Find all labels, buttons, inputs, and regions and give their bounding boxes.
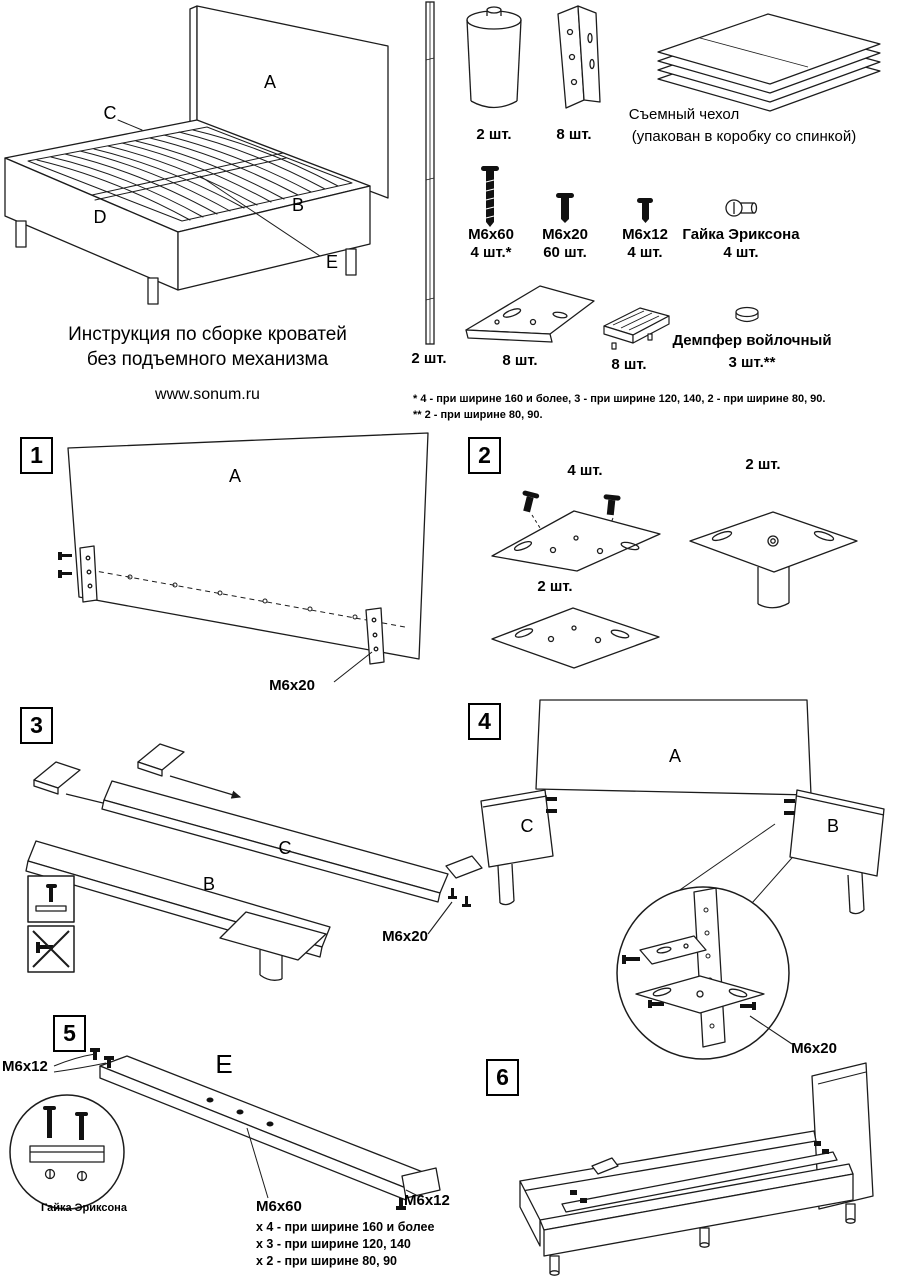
step2-qty-bottom: 2 шт. [537,578,573,595]
bolt-m6x20-qty: 60 шт. [543,244,587,261]
bolt-m6x20-name: М6х20 [542,226,588,243]
bolt-m6x60-qty: 4 шт.* [470,244,512,261]
footnote-1: * 4 - при ширине 160 и более, 3 - при ши… [413,393,826,405]
step5-drawing [9,1048,441,1210]
overview-part-label-a: A [263,72,276,92]
leg-qty: 2 шт. [476,126,512,143]
step6-number-box: 6 [486,1059,519,1096]
doc-title-line2: без подъемного механизма [86,349,329,370]
step5-number-box: 5 [53,1015,86,1052]
step5-width-note-3: x 2 - при ширине 80, 90 [256,1254,397,1268]
step4-part-label-a: A [668,746,681,766]
step5-bolt12-left-label: М6х12 [2,1058,48,1075]
step4-number-box: 4 [468,703,501,740]
step3-part-label-b: B [202,874,215,894]
erikson-nut-qty: 4 шт. [723,244,759,261]
step2-number-box: 2 [468,437,501,474]
bolt-m6x12-icon [637,198,653,223]
strip-qty: 2 шт. [411,350,447,367]
felt-damper-name: Демпфер войлочный [672,332,832,349]
step4-part-label-c: C [520,816,534,836]
overview-part-label-b: B [291,195,304,215]
step3-bolt-label: М6х20 [382,928,428,945]
step3-drawing [25,743,483,981]
slat-holder-qty: 8 шт. [611,356,647,373]
step3-part-label-c: C [278,838,292,858]
step3-number-box: 3 [20,707,53,744]
angle-bracket-qty: 8 шт. [556,126,592,143]
cover-name: Съемный чехол [628,106,740,123]
slat-holder-part-drawing [603,307,670,350]
corner-bracket-part-drawing [465,285,595,343]
overview-bed-drawing [4,5,389,305]
bolt-m6x60-icon [481,166,499,227]
bolt-m6x12-name: М6х12 [622,226,668,243]
step5-width-note-1: x 4 - при ширине 160 и более [256,1220,435,1234]
doc-title-line1: Инструкция по сборке кроватей [68,324,347,345]
angle-bracket-part-drawing [557,5,601,109]
step5-nut-label: Гайка Эриксона [41,1202,127,1214]
felt-damper-qty: 3 шт.** [728,354,776,371]
felt-damper-icon [735,306,759,323]
step4-drawing [480,699,885,1060]
step4-part-label-b: B [826,816,839,836]
step5-part-label-e: E [215,1049,233,1079]
cover-part-drawing [657,13,881,112]
corner-bracket-qty: 8 шт. [502,352,538,369]
bolt-m6x12-qty: 4 шт. [627,244,663,261]
step2-qty-right: 2 шт. [745,456,781,473]
website-url: www.sonum.ru [155,386,260,403]
step1-part-label-a: A [228,466,241,486]
step2-drawing [491,490,858,669]
bolt-m6x20-icon [556,193,574,223]
step6-drawing [519,1062,874,1276]
footnote-2: ** 2 - при ширине 80, 90. [413,409,543,421]
overview-part-label-d: D [93,207,107,227]
erikson-nut-name: Гайка Эриксона [682,226,800,243]
bolt-m6x60-name: М6х60 [468,226,514,243]
step2-qty-top: 4 шт. [567,462,603,479]
step5-bolt60-label: М6х60 [256,1198,302,1215]
leg-part-drawing [466,6,522,109]
overview-part-label-c: C [103,103,117,123]
step4-bolt-label: М6х20 [791,1040,837,1057]
strip-part-drawing [425,1,435,345]
step1-number-box: 1 [20,437,53,474]
erikson-nut-icon [725,199,758,217]
step1-drawing [58,432,429,683]
step5-bolt12-right-label: М6х12 [404,1192,450,1209]
overview-part-label-e: E [325,252,338,272]
step1-bolt-label: М6х20 [269,677,315,694]
step5-width-note-2: x 3 - при ширине 120, 140 [256,1237,411,1251]
cover-note: (упакован в коробку со спинкой) [631,128,857,145]
